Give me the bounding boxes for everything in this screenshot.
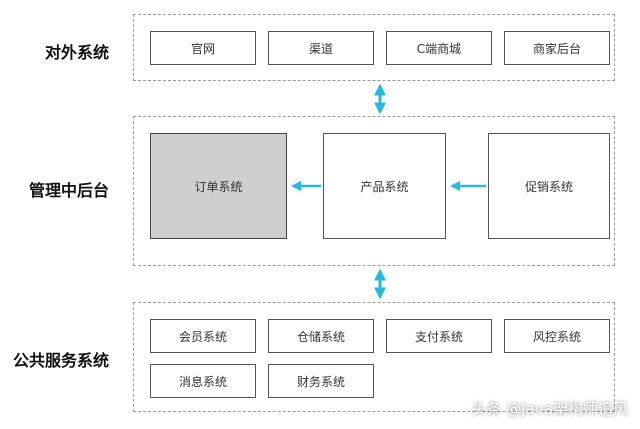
- tier-label-middle: 管理中后台: [29, 181, 110, 200]
- external-systems-group: [133, 14, 615, 81]
- system-member: 会员系统: [150, 319, 256, 353]
- tier-label-external: 对外系统: [45, 43, 110, 62]
- watermark-text: 头条 @Java架构师追风: [471, 400, 628, 418]
- system-channel: 渠道: [268, 31, 374, 65]
- system-risk-control: 风控系统: [504, 319, 610, 353]
- system-payment: 支付系统: [386, 319, 492, 353]
- system-message: 消息系统: [150, 364, 256, 398]
- system-order: 订单系统: [150, 133, 287, 239]
- system-c-mall: C端商城: [386, 31, 492, 65]
- watermark: 头条 @Java架构师追风: [472, 398, 628, 419]
- tier-label-public: 公共服务系统: [13, 351, 110, 370]
- system-merchant-backend: 商家后台: [504, 31, 610, 65]
- system-promotion: 促销系统: [488, 133, 610, 239]
- system-warehouse: 仓储系统: [268, 319, 374, 353]
- system-official-site: 官网: [150, 31, 256, 65]
- middle-systems-group: [133, 116, 615, 266]
- system-product: 产品系统: [323, 133, 446, 239]
- system-finance: 财务系统: [268, 364, 374, 398]
- public-systems-group: [133, 302, 615, 412]
